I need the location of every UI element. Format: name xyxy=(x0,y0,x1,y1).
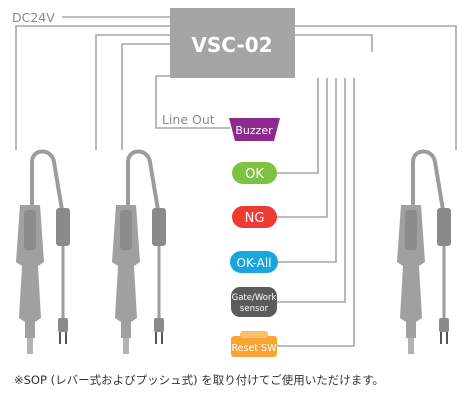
screwdriver-tool-3 xyxy=(395,149,453,356)
screwdriver-tool-1 xyxy=(14,149,72,356)
ng-indicator: NG xyxy=(232,206,277,228)
gate-work-sensor-label-line1: Gate/Work xyxy=(232,293,277,303)
screwdriver-tool-2 xyxy=(110,149,168,356)
buzzer-label: Buzzer xyxy=(235,124,273,137)
buzzer-module: Buzzer xyxy=(229,118,280,141)
gate-work-sensor-label-line2: sensor xyxy=(240,304,269,314)
reset-switch-label: Reset SW xyxy=(232,343,278,354)
controller-label: VSC-02 xyxy=(191,33,272,57)
ok-all-indicator: OK-All xyxy=(230,251,278,273)
gate-work-sensor-module: Gate/Work sensor xyxy=(231,287,277,317)
footnote: ※SOP (レバー式およびプッシュ式) を取り付けてご使用いただけます。 xyxy=(14,373,385,387)
line-out-label: Line Out xyxy=(162,112,215,127)
ok-all-label: OK-All xyxy=(237,256,272,270)
power-label: DC24V xyxy=(12,10,55,25)
ok-label: OK xyxy=(245,167,264,182)
ng-label: NG xyxy=(245,211,265,226)
ok-indicator: OK xyxy=(232,162,277,184)
reset-switch-module: Reset SW xyxy=(231,331,277,357)
controller-box: VSC-02 xyxy=(170,8,295,78)
